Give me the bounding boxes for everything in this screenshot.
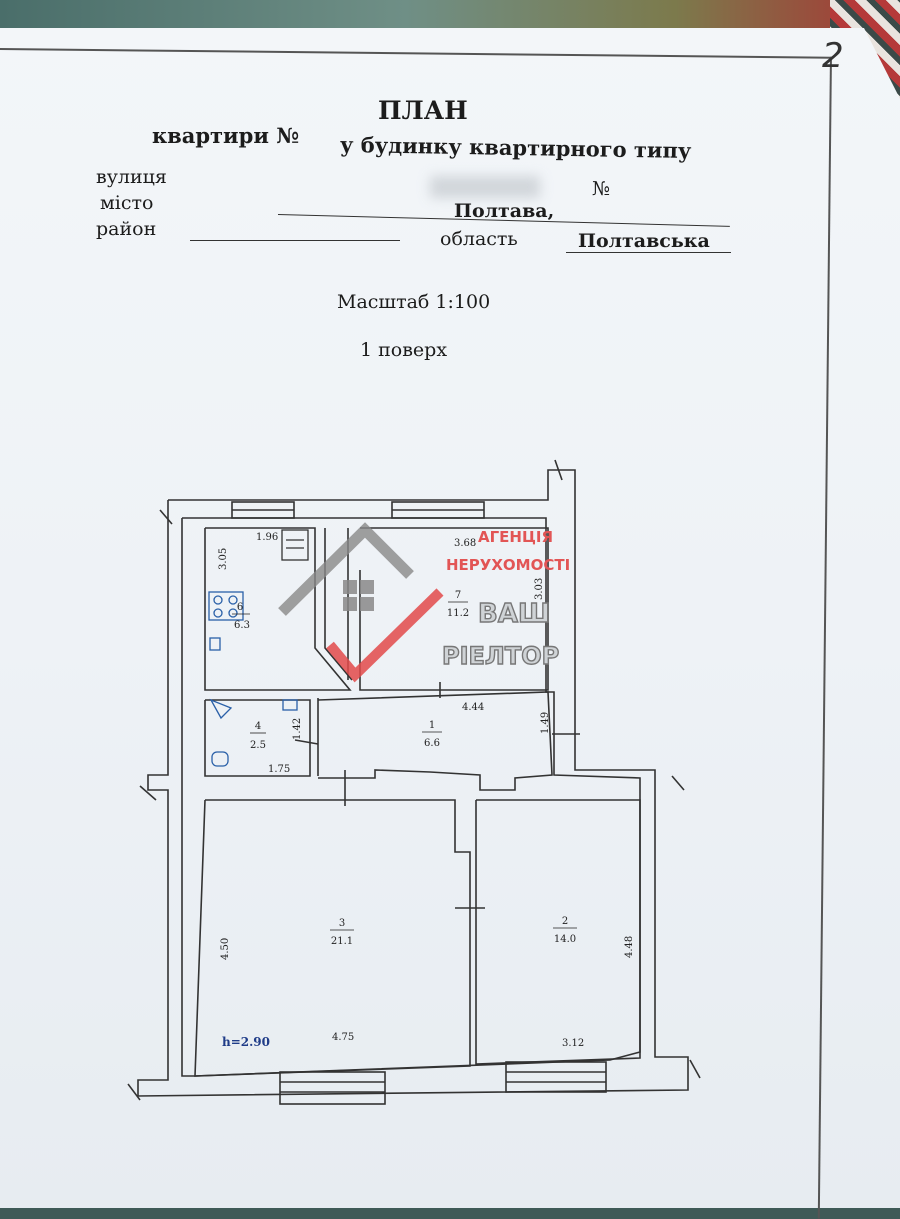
dim-303: 3.03	[534, 578, 545, 600]
watermark-line-1: АГЕНЦІЯ	[478, 528, 553, 546]
city-value: Полтава,	[454, 200, 555, 222]
street-label: вулиця	[96, 166, 167, 188]
page-number: 2	[822, 36, 844, 76]
room-3-area: 21.1	[331, 936, 353, 947]
dim-368: 3.68	[454, 538, 476, 549]
scale-label: Масштаб 1:100	[337, 291, 491, 313]
room-2-area: 14.0	[554, 934, 576, 945]
dim-196: 1.96	[256, 532, 278, 543]
district-label: район	[96, 218, 157, 240]
watermark-line-4: РІЕЛТОР	[442, 642, 559, 670]
watermark-line-3: ВАШ	[478, 599, 550, 629]
room-4-area: 2.5	[250, 740, 266, 751]
dim-175: 1.75	[268, 764, 290, 775]
redacted-street	[430, 176, 540, 198]
region-label: область	[440, 228, 518, 250]
dim-305: 3.05	[218, 548, 229, 570]
room-6-area: 6.3	[234, 620, 250, 631]
dim-149: 1.49	[540, 712, 551, 734]
room-4-number: 4	[255, 721, 261, 732]
labels: 1.96 3.05 6 6.3 3.68 7 11.2 3.03 4.44 1 …	[218, 532, 635, 1049]
city-label: місто	[100, 192, 154, 214]
floor-label: 1 поверх	[360, 339, 448, 361]
dim-312: 3.12	[562, 1038, 584, 1049]
watermark-line-2: НЕРУХОМОСТІ	[446, 556, 570, 574]
room-3-number: 3	[339, 918, 345, 929]
fixtures	[208, 529, 309, 767]
house-number-label: №	[592, 178, 610, 200]
region-value: Полтавська	[578, 230, 710, 252]
room-1-number: 1	[429, 720, 435, 731]
room-2-number: 2	[562, 916, 568, 927]
dim-142: 1.42	[292, 718, 303, 740]
dim-450: 4.50	[220, 938, 231, 960]
room-7-area: 11.2	[447, 608, 469, 619]
room-6-number: 6	[237, 602, 243, 613]
room-1-area: 6.6	[424, 738, 440, 749]
document-title: ПЛАН	[378, 96, 468, 125]
district-underline	[190, 240, 400, 241]
walls	[127, 459, 701, 1105]
region-underline	[566, 252, 731, 253]
document-sheet	[0, 28, 900, 1208]
ceiling-height: h=2.90	[222, 1035, 270, 1049]
dim-475: 4.75	[332, 1032, 354, 1043]
watermark: АГЕНЦІЯ НЕРУХОМОСТІ ВАШ РІЕЛТОР	[278, 522, 570, 683]
dim-448: 4.48	[624, 936, 635, 958]
subtitle-apartment: квартири №	[152, 123, 300, 148]
dim-444: 4.44	[462, 702, 484, 713]
room-7-number: 7	[455, 590, 461, 601]
